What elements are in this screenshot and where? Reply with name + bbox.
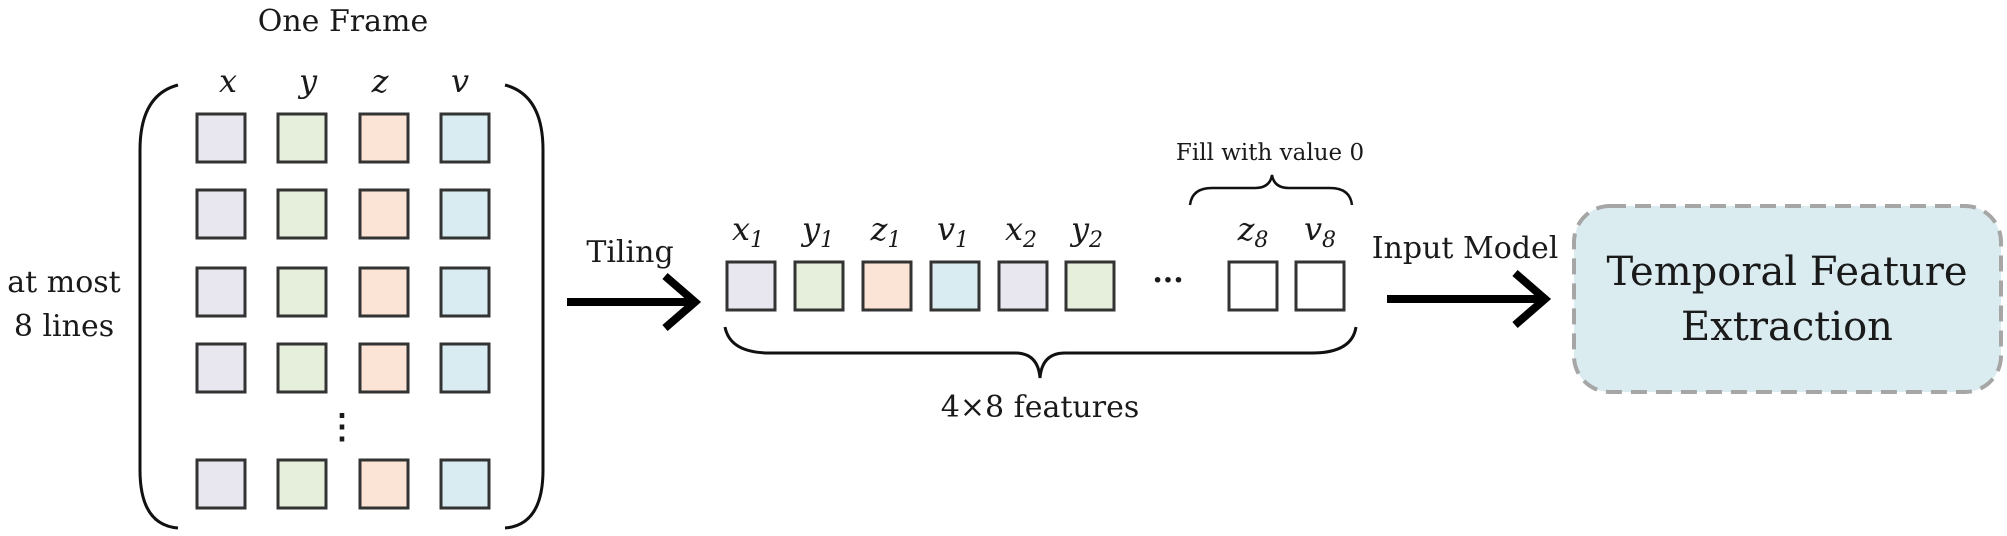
tiling-label: Tiling — [586, 235, 673, 270]
frame-cell-x-row3 — [195, 266, 247, 318]
frame-side-label-line1: at most — [7, 265, 120, 300]
tiled-label-y1: y1 — [800, 210, 834, 253]
column-header-x: x — [219, 62, 237, 100]
frame-cell-v-row4 — [439, 342, 491, 394]
column-header-z: z — [371, 62, 390, 100]
frame-side-label-line2: 8 lines — [14, 309, 114, 344]
frame-cell-z-row3 — [358, 266, 410, 318]
tiled-label-x1: x1 — [732, 210, 764, 253]
tiling-arrow — [567, 272, 702, 332]
column-header-v: v — [451, 62, 469, 100]
tiled-cell-z-3 — [861, 260, 913, 312]
frame-left-bracket — [138, 83, 179, 530]
frame-cell-x-row4 — [195, 342, 247, 394]
features-count: 4×8 features — [941, 390, 1139, 425]
tiled-label-z1: z1 — [870, 210, 902, 253]
tiled-ellipsis: ··· — [1152, 263, 1183, 298]
tiled-row — [725, 260, 1346, 312]
frame-cell-x-row2 — [195, 188, 247, 240]
frame-cell-y-row4 — [276, 342, 328, 394]
frame-cell-v-row5 — [439, 458, 491, 510]
input-model-arrow — [1387, 269, 1552, 329]
frame-cell-y-row1 — [276, 112, 328, 164]
frame-cell-z-row5 — [358, 458, 410, 510]
frame-cell-v-row3 — [439, 266, 491, 318]
fill-note: Fill with value 0 — [1176, 140, 1364, 166]
tiled-label-v1: v1 — [937, 210, 969, 253]
frame-cell-y-row2 — [276, 188, 328, 240]
tiled-cell-empty-z8 — [1227, 260, 1279, 312]
frame-cell-y-row3 — [276, 266, 328, 318]
frame-cell-y-row5 — [276, 458, 328, 510]
tiled-label-x2: x2 — [1005, 210, 1037, 253]
temporal-feature-box — [1572, 204, 2003, 394]
frame-vertical-ellipsis: ⋮ — [325, 407, 359, 447]
tiled-label-v8: v8 — [1304, 210, 1336, 253]
tiled-cell-x-5 — [997, 260, 1049, 312]
frame-grid — [195, 112, 491, 510]
tiled-label-y2: y2 — [1069, 210, 1103, 253]
features-brace — [723, 326, 1358, 379]
temporal-box-line2: Extraction — [1681, 304, 1893, 350]
tiled-cell-empty-v8 — [1294, 260, 1346, 312]
tiled-cell-y-2 — [793, 260, 845, 312]
frame-column-headers: x y z v — [219, 62, 469, 100]
frame-right-bracket — [504, 83, 545, 530]
frame-cell-x-row1 — [195, 112, 247, 164]
tiled-cell-x-1 — [725, 260, 777, 312]
tiled-cell-v-4 — [929, 260, 981, 312]
frame-cell-z-row1 — [358, 112, 410, 164]
frame-cell-v-row1 — [439, 112, 491, 164]
fill-brace — [1188, 174, 1354, 206]
tiled-label-z8: z8 — [1237, 210, 1269, 253]
frame-cell-z-row4 — [358, 342, 410, 394]
frame-cell-x-row5 — [195, 458, 247, 510]
temporal-box-line1: Temporal Feature — [1606, 249, 1967, 295]
frame-cell-z-row2 — [358, 188, 410, 240]
frame-title: One Frame — [258, 4, 428, 39]
input-model-label: Input Model — [1372, 231, 1559, 266]
tiled-labels: x1 y1 z1 v1 x2 y2 z8 v8 — [732, 210, 1336, 253]
frame-cell-v-row2 — [439, 188, 491, 240]
tiled-cell-y-6 — [1064, 260, 1116, 312]
column-header-y: y — [297, 62, 318, 100]
